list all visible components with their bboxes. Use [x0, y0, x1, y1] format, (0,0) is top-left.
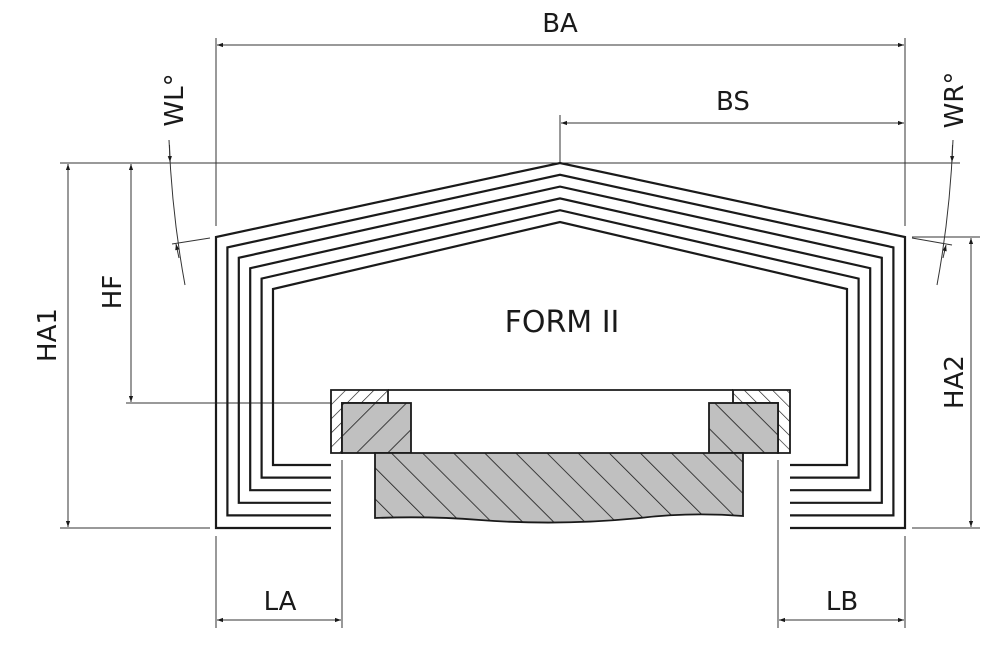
- label-bs: BS: [716, 87, 750, 117]
- bellows-shell-4: [249, 197, 872, 492]
- left-seal: [330, 389, 412, 454]
- left-guide-block: [341, 402, 412, 454]
- wr-angle-arc: [936, 139, 954, 286]
- wl-angle-arc: [168, 139, 186, 286]
- right-guide-block: [708, 402, 779, 454]
- label-wr: WR°: [940, 72, 970, 129]
- dimension-arrows: [65, 42, 974, 623]
- label-hf: HF: [98, 275, 128, 310]
- label-wl: WL°: [160, 73, 190, 126]
- bellows-shell-3: [237, 185, 883, 504]
- bellows-shell-2: [226, 173, 895, 517]
- label-ha1: HA1: [33, 308, 63, 362]
- label-ha2: HA2: [940, 355, 970, 409]
- label-lb: LB: [826, 587, 858, 617]
- label-la: LA: [264, 587, 297, 617]
- bellows-shell-5: [260, 209, 860, 479]
- bellows-shell-6: [271, 220, 849, 467]
- right-seal: [708, 389, 791, 454]
- machine-bed: [374, 452, 744, 524]
- bellows-shells: [214, 161, 907, 530]
- form-title: FORM II: [505, 305, 620, 340]
- extension-lines: [60, 38, 980, 628]
- bellows-shell-1: [214, 161, 907, 530]
- label-ba: BA: [542, 9, 578, 39]
